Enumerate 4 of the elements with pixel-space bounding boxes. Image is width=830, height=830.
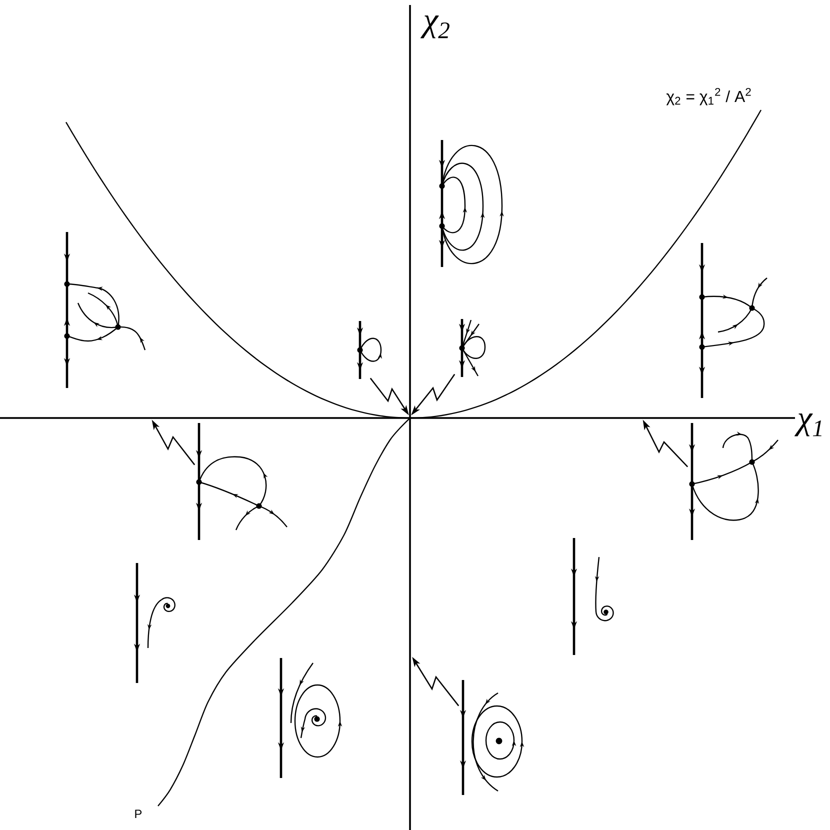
axis-label: χ$_{1}$	[794, 413, 822, 436]
curve-label: P	[135, 810, 142, 818]
axis-label: χ$_{2}$	[420, 15, 450, 38]
curve-label: χ$_{2}$ = χ$_{1}$$^{2}$ / A$^{2}$	[666, 88, 751, 106]
